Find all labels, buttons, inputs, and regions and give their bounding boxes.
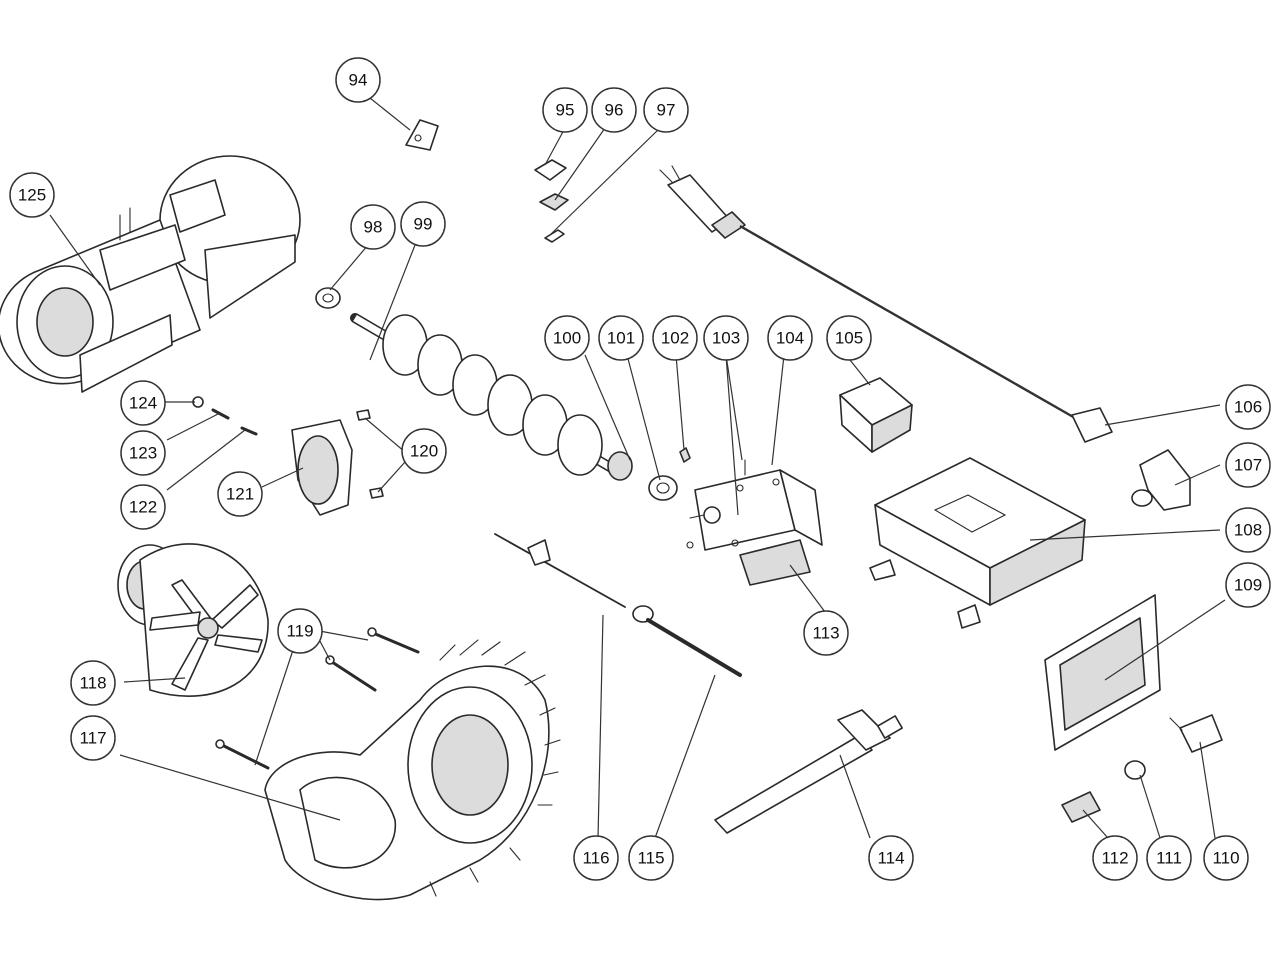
- callout-105: 105: [826, 315, 872, 361]
- callout-119: 119: [277, 608, 323, 654]
- part-rod-116: [494, 533, 626, 608]
- callout-97: 97: [643, 87, 689, 133]
- leader-lines: [49, 97, 1226, 839]
- callout-102: 102: [652, 315, 698, 361]
- svg-text:109: 109: [1234, 576, 1262, 595]
- svg-text:122: 122: [129, 498, 157, 517]
- svg-text:107: 107: [1234, 456, 1262, 475]
- callout-121: 121: [217, 471, 263, 517]
- callout-94: 94: [335, 57, 381, 103]
- svg-text:108: 108: [1234, 521, 1262, 540]
- part-pin-102: [679, 447, 691, 463]
- callout-123: 123: [120, 430, 166, 476]
- svg-text:104: 104: [776, 329, 804, 348]
- callout-125: 125: [9, 172, 55, 218]
- svg-text:123: 123: [129, 444, 157, 463]
- part-connector-107: [1131, 449, 1191, 511]
- svg-text:121: 121: [226, 485, 254, 504]
- callout-113: 113: [803, 610, 849, 656]
- callout-122: 122: [120, 484, 166, 530]
- svg-text:113: 113: [812, 624, 839, 643]
- svg-text:105: 105: [835, 329, 863, 348]
- part-screws-119: [215, 627, 420, 770]
- callout-96: 96: [591, 87, 637, 133]
- svg-text:125: 125: [18, 186, 46, 205]
- part-power-cord: [659, 165, 1113, 443]
- callout-107: 107: [1225, 442, 1271, 488]
- callout-95: 95: [542, 87, 588, 133]
- part-bracket-94: [405, 119, 439, 151]
- callout-106: 106: [1225, 384, 1271, 430]
- svg-text:112: 112: [1101, 849, 1128, 868]
- part-washer-101: [648, 475, 678, 501]
- svg-text:124: 124: [129, 394, 157, 413]
- svg-text:110: 110: [1212, 849, 1239, 868]
- callout-120: 120: [401, 428, 447, 474]
- svg-text:100: 100: [553, 329, 581, 348]
- part-probe-115: [632, 605, 742, 677]
- callout-115: 115: [628, 835, 674, 881]
- callout-117: 117: [70, 715, 116, 761]
- callout-109: 109: [1225, 562, 1271, 608]
- part-frame-109: [1044, 594, 1161, 751]
- callout-100: 100: [544, 315, 590, 361]
- callout-101: 101: [598, 315, 644, 361]
- part-blower-housing: [0, 155, 301, 393]
- part-nut-98: [315, 287, 341, 309]
- svg-text:115: 115: [637, 849, 664, 868]
- svg-text:118: 118: [79, 674, 106, 693]
- callout-114: 114: [868, 835, 914, 881]
- svg-text:99: 99: [414, 215, 433, 234]
- svg-text:117: 117: [79, 729, 106, 748]
- callout-111: 111: [1146, 835, 1192, 881]
- svg-text:97: 97: [657, 101, 676, 120]
- svg-text:116: 116: [582, 849, 609, 868]
- callout-103: 103: [703, 315, 749, 361]
- part-screws-120: [356, 409, 384, 499]
- svg-text:101: 101: [607, 329, 635, 348]
- part-control-box: [869, 457, 1086, 629]
- svg-text:114: 114: [877, 849, 904, 868]
- callout-104: 104: [767, 315, 813, 361]
- part-auger: [350, 313, 633, 481]
- part-igniter-114: [714, 709, 903, 834]
- svg-text:94: 94: [349, 71, 368, 90]
- svg-text:102: 102: [661, 329, 689, 348]
- svg-text:98: 98: [364, 218, 383, 237]
- part-module-105: [839, 377, 913, 453]
- svg-text:95: 95: [556, 101, 575, 120]
- part-clips-95-97: [534, 159, 569, 243]
- svg-text:120: 120: [410, 442, 438, 461]
- part-pressure-switch: [291, 419, 353, 516]
- svg-text:119: 119: [286, 622, 313, 641]
- svg-text:106: 106: [1234, 398, 1262, 417]
- callout-108: 108: [1225, 507, 1271, 553]
- svg-text:96: 96: [605, 101, 624, 120]
- part-fan-motor: [117, 543, 269, 697]
- callout-110: 110: [1203, 835, 1249, 881]
- callout-98: 98: [350, 204, 396, 250]
- part-burner-pot: [264, 639, 561, 901]
- callout-116: 116: [573, 835, 619, 881]
- callout-99: 99: [400, 201, 446, 247]
- callout-124: 124: [120, 380, 166, 426]
- part-hardware-122-124: [192, 396, 258, 436]
- svg-text:103: 103: [712, 329, 740, 348]
- part-switches: [1061, 714, 1223, 823]
- callout-112: 112: [1092, 835, 1138, 881]
- callout-118: 118: [70, 660, 116, 706]
- part-gear-motor: [686, 459, 823, 586]
- svg-text:111: 111: [1156, 849, 1182, 868]
